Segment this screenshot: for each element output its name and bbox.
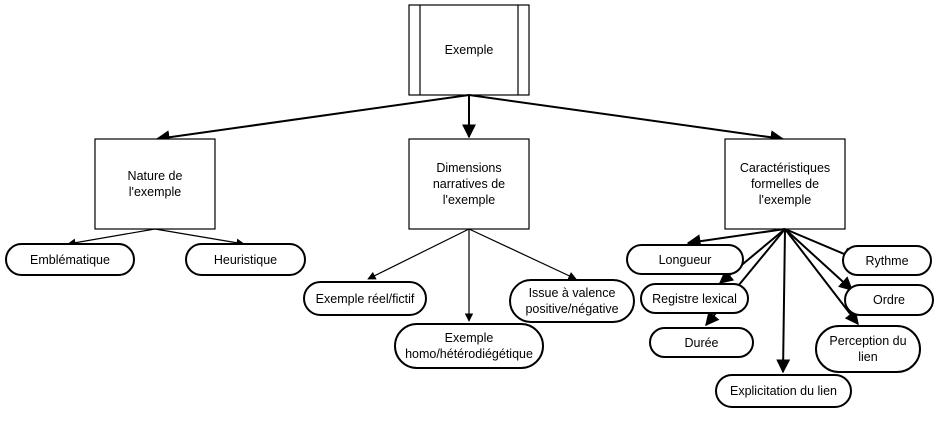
nature-connectors — [67, 228, 245, 247]
leaf-rythme — [842, 245, 932, 276]
root-connectors — [155, 94, 785, 145]
leaf-issue-valence — [509, 279, 635, 323]
leaf-ordre — [844, 284, 934, 316]
root-node — [408, 4, 530, 96]
leaf-duree — [649, 327, 754, 358]
category-formal-box — [724, 138, 846, 230]
dimension-connectors — [367, 228, 577, 322]
leaf-heuristique — [185, 243, 306, 276]
leaf-explicitation — [715, 374, 852, 408]
category-nature-box — [94, 138, 216, 230]
leaf-registre — [640, 283, 749, 314]
leaf-reel-fictif — [303, 281, 427, 316]
category-dimensions-box — [408, 138, 530, 230]
leaf-emblematique — [5, 243, 135, 276]
leaf-perception — [815, 325, 921, 373]
leaf-longueur — [626, 244, 744, 275]
leaf-homo-hetero — [394, 323, 544, 369]
